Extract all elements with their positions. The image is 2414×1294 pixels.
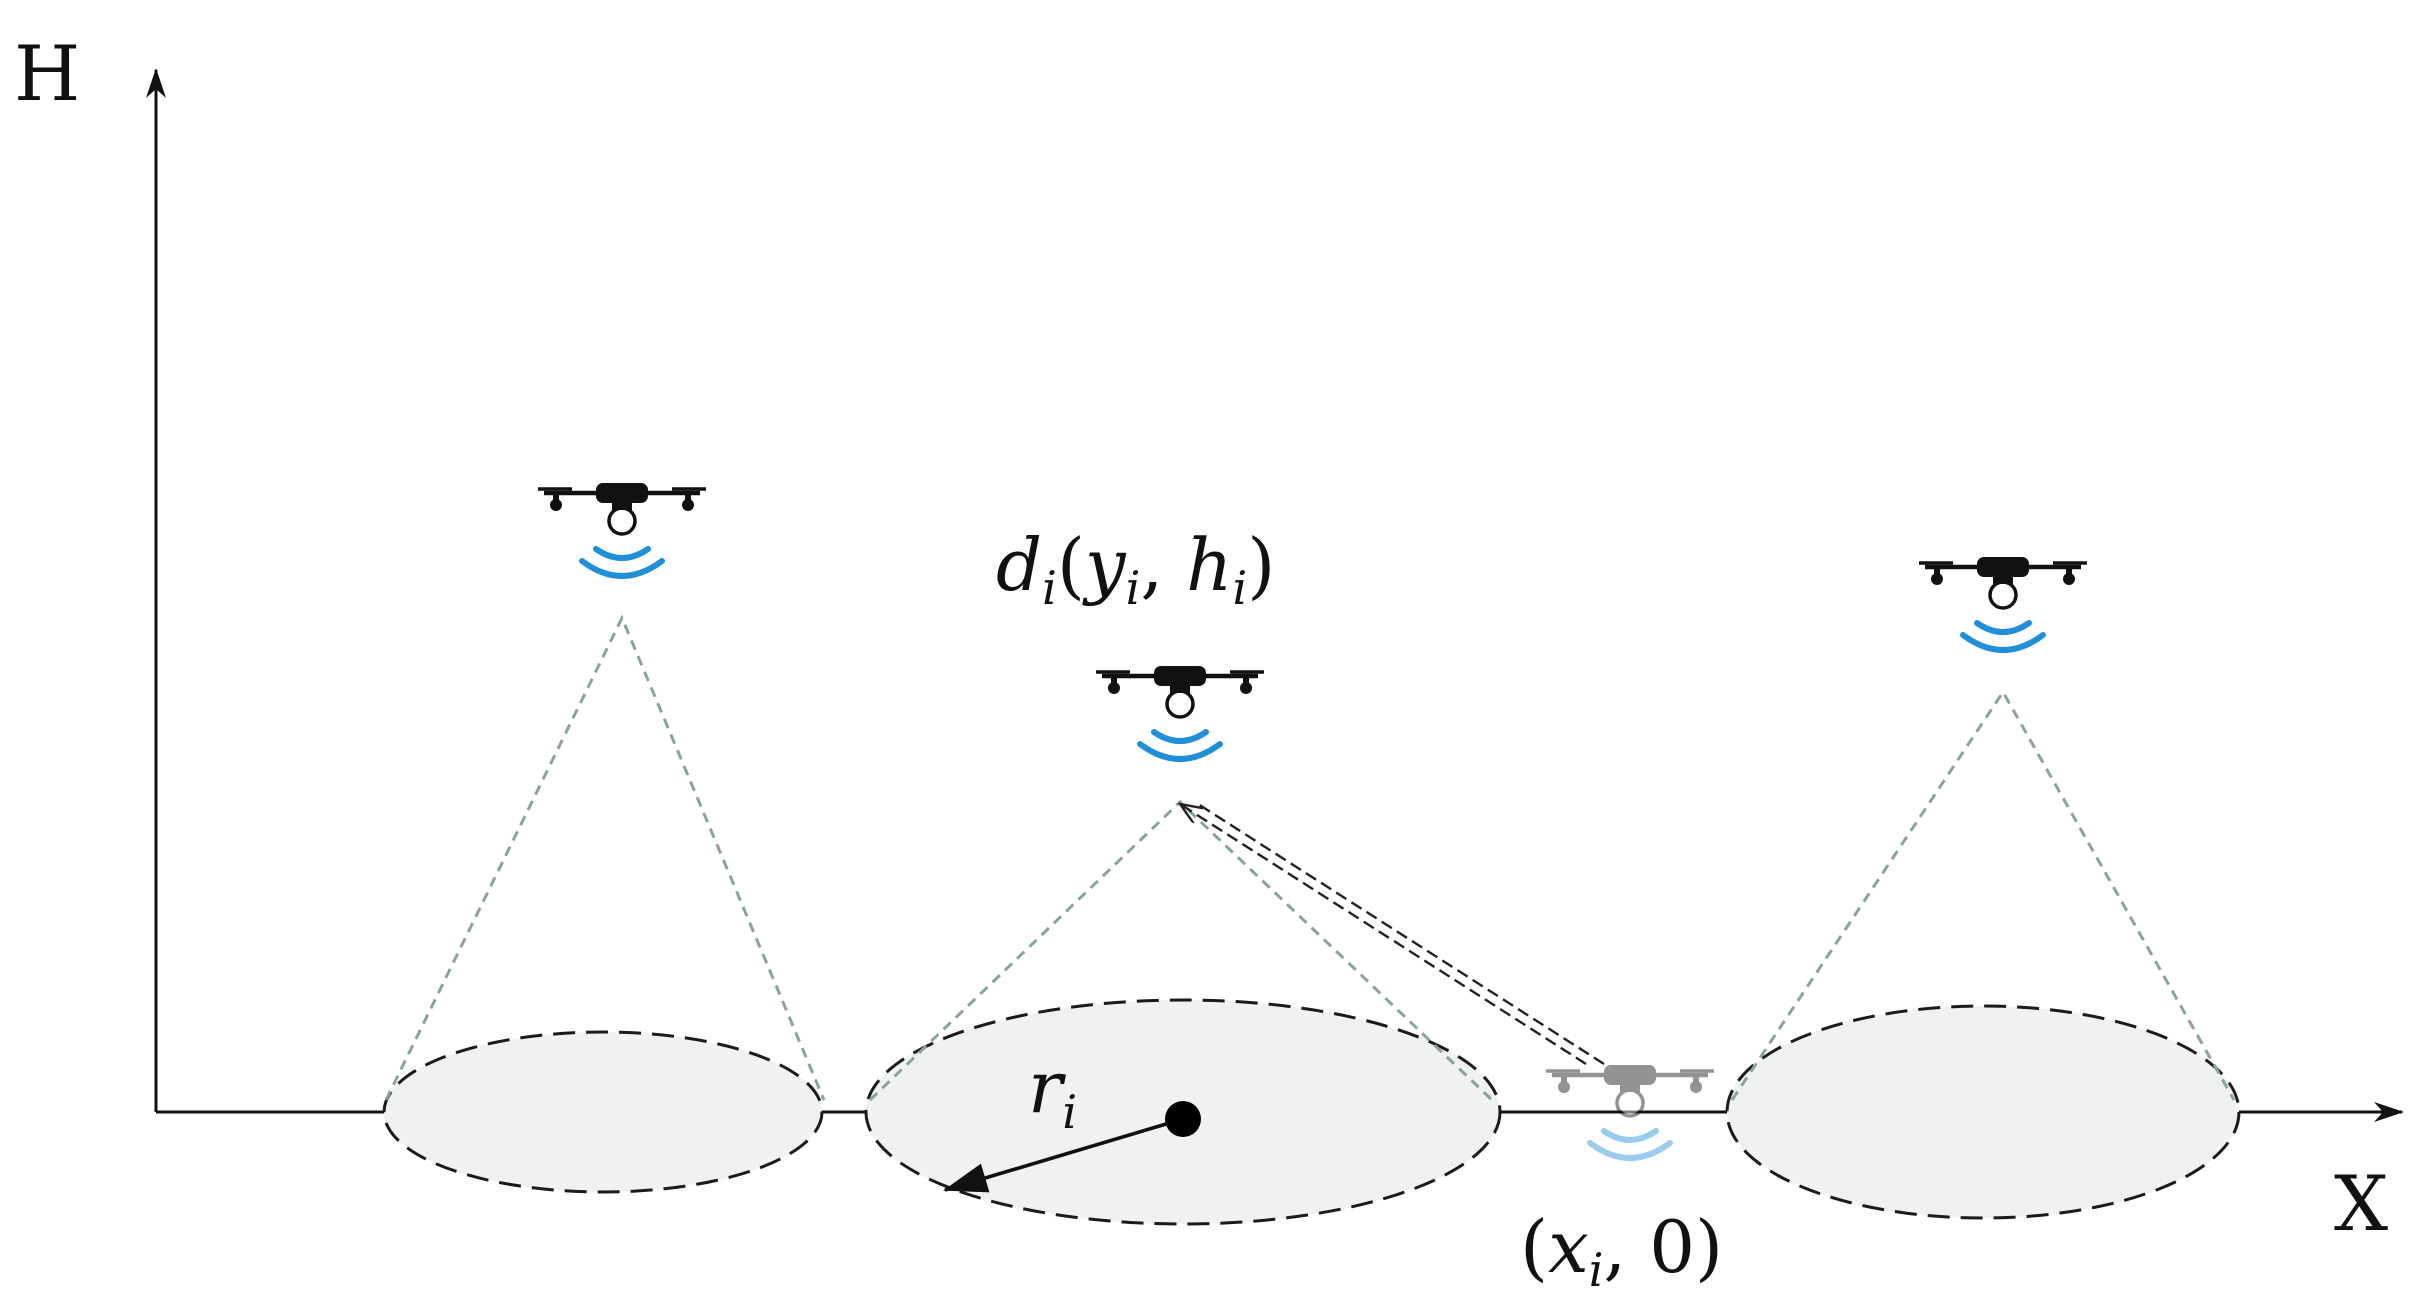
drone-icon [538,483,706,534]
drone-icon [1546,1065,1714,1116]
coverage-cone-1 [384,614,826,1101]
movement-path [1197,802,1605,1066]
coverage-center-point [1165,1101,1201,1137]
signal-icon [1140,732,1220,759]
coverage-area-1 [382,1030,824,1194]
signal-icon [582,549,662,576]
movement-path [1180,804,1587,1066]
drone-position-label: di(yi, hi) [996,523,1275,615]
signal-icon [1963,623,2043,650]
ground-position-label: (xi, 0) [1520,1205,1723,1294]
drone-3 [1919,557,2087,650]
radius-arrow [943,1117,1184,1193]
x-axis-label: X [2334,1159,2388,1248]
drone-1 [538,483,706,576]
h-axis-label: H [14,29,80,118]
drone-2 [1096,666,1264,759]
coverage-cone-3 [1730,689,2236,1101]
radius-label: ri [1028,1045,1077,1139]
signal-icon [1590,1131,1670,1158]
drone-icon [1919,557,2087,608]
drone-icon [1096,666,1264,717]
coverage-cone-2 [868,799,1494,1102]
coverage-area-3 [1725,1004,2241,1220]
